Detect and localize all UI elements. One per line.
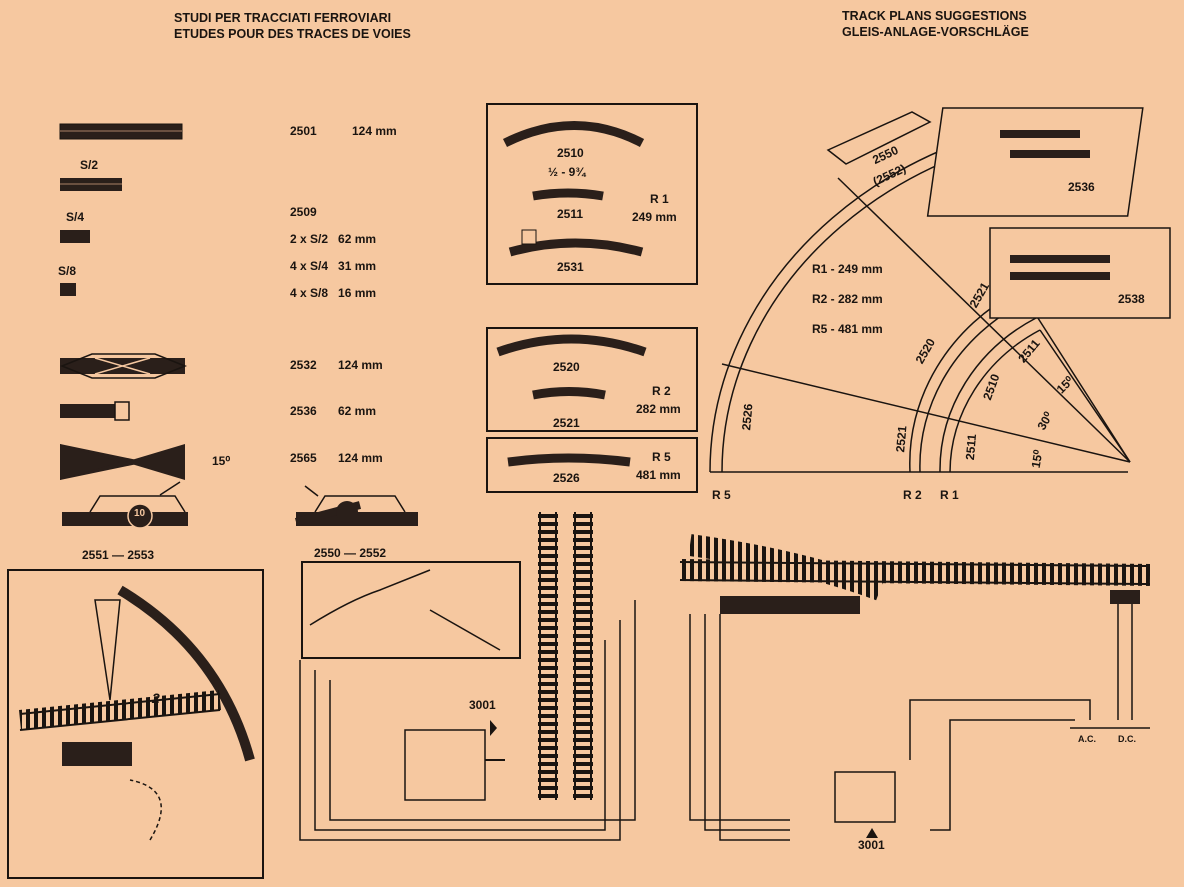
code-2532: 2532	[290, 358, 317, 372]
track-2532-icon	[59, 353, 188, 379]
track-s8-icon	[60, 283, 76, 296]
detail-2536-box	[926, 107, 1144, 217]
radius-r1-mm: 249 mm	[632, 210, 677, 224]
code-2536: 2536	[290, 404, 317, 418]
track-2501-icon	[59, 123, 183, 140]
plan-radius-r2: R2 - 282 mm	[812, 292, 883, 306]
turnout-number: 10	[134, 508, 146, 519]
plan-2511b: 2511	[962, 433, 980, 461]
header-left-line1: STUDI PER TRACCIATI FERROVIARI	[174, 11, 392, 25]
track-s2-icon	[60, 178, 122, 191]
len-2532: 124 mm	[338, 358, 383, 372]
radius-r5-mm: 481 mm	[636, 468, 681, 482]
track-plan-quadrant	[709, 111, 1131, 473]
label-s8: S/8	[58, 264, 77, 278]
label-2551-2553: 2551 — 2553	[82, 548, 155, 562]
track-s4-icon	[60, 230, 90, 243]
controller-3001-left-icon	[404, 729, 486, 801]
controller2-label: 3001	[858, 838, 885, 852]
track-2565-icon	[60, 444, 185, 480]
header-right-line1: TRACK PLANS SUGGESTIONS	[842, 9, 1027, 23]
len-2565: 124 mm	[338, 451, 383, 465]
len-2501: 124 mm	[352, 124, 397, 138]
plan-bottom-r2: R 2	[903, 488, 922, 502]
plan-radius-r1: R1 - 249 mm	[812, 262, 883, 276]
curve-2510: 2510	[557, 146, 584, 160]
radius-r5: R 5	[652, 450, 671, 464]
controller1-label: 3001	[469, 698, 496, 712]
dc-label: D.C.	[1118, 734, 1136, 744]
track-2536-icon	[60, 401, 130, 421]
detail-2536-label: 2536	[1068, 180, 1095, 194]
fraction-s2: 2 x S/2 62 mm	[290, 232, 377, 246]
plan-radius-r5: R5 - 481 mm	[812, 322, 883, 336]
inset-number: 2	[152, 690, 160, 706]
header-left: STUDI PER TRACCIATI FERROVIARI ETUDES PO…	[174, 10, 411, 42]
header-right: TRACK PLANS SUGGESTIONS GLEIS-ANLAGE-VOR…	[842, 8, 1029, 40]
turnout-2550-icon	[294, 485, 418, 526]
label-s4: S/4	[66, 210, 85, 224]
curve-2531: 2531	[557, 260, 584, 274]
code-2509: 2509	[290, 205, 317, 219]
label-s2: S/2	[80, 158, 99, 172]
label-2550-2552: 2550 — 2552	[314, 546, 387, 560]
fraction-s4: 4 x S/4 31 mm	[290, 259, 377, 273]
code-2565: 2565	[290, 451, 317, 465]
plan-bottom-r5: R 5	[712, 488, 731, 502]
radius-r2: R 2	[652, 384, 671, 398]
plan-2526: 2526	[739, 403, 756, 431]
fraction-s8: 4 x S/8 16 mm	[290, 286, 377, 300]
curve-2521: 2521	[553, 416, 580, 430]
header-right-line2: GLEIS-ANLAGE-VORSCHLÄGE	[842, 25, 1029, 39]
detail-2538-label: 2538	[1118, 292, 1145, 306]
turnout-2551-icon	[62, 481, 188, 529]
radius-r1: R 1	[650, 192, 669, 206]
curve-2526: 2526	[553, 471, 580, 485]
curve-2520: 2520	[553, 360, 580, 374]
plan-2521b: 2521	[893, 425, 910, 453]
controller-3001-right-icon	[834, 771, 896, 823]
radius-r2-mm: 282 mm	[636, 402, 681, 416]
curve-half: ½ - 9¾	[548, 165, 586, 179]
curve-2511: 2511	[557, 207, 584, 221]
code-2501: 2501	[290, 124, 317, 138]
angle-2565: 15⁰	[212, 454, 231, 468]
header-left-line2: ETUDES POUR DES TRACES DE VOIES	[174, 27, 411, 41]
ac-label: A.C.	[1078, 734, 1096, 744]
plan-bottom-r1: R 1	[940, 488, 959, 502]
len-2536: 62 mm	[338, 404, 377, 418]
